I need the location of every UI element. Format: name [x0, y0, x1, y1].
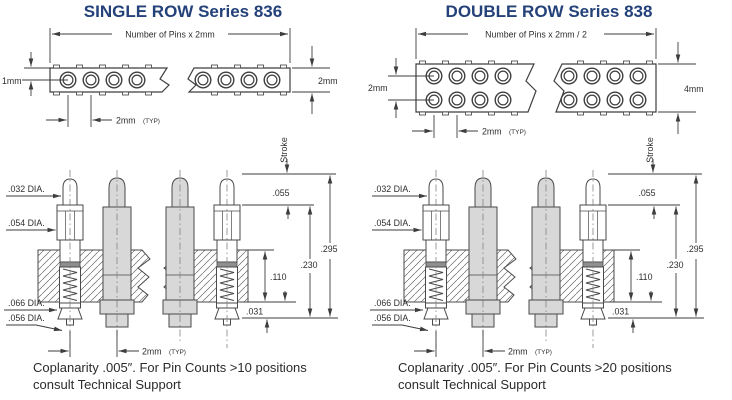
- pin-solid: [162, 169, 198, 345]
- dim-055: .055: [272, 188, 289, 198]
- side-view-double-row: Stroke .055 .110 .031 .230 .295 .032 DIA…: [370, 137, 704, 357]
- strip-height-dim: 4mm: [684, 84, 704, 94]
- dia-066: .066 DIA.: [374, 298, 411, 308]
- dia-032: .032 DIA.: [374, 184, 411, 194]
- pitch-typ: (TYP): [143, 118, 160, 125]
- dim-230: .230: [666, 260, 683, 270]
- pin-solid: [528, 169, 564, 345]
- dia-032: .032 DIA.: [8, 184, 45, 194]
- pin-holes: [59, 71, 281, 89]
- dim-055: .055: [638, 188, 655, 198]
- page-title: DOUBLE ROW Series 838: [446, 2, 653, 21]
- strip-height-dim: 2mm: [318, 76, 338, 86]
- coplanarity-note-line1: Coplanarity .005″. For Pin Counts >10 po…: [33, 360, 307, 375]
- coplanarity-note-line2: consult Technical Support: [398, 377, 546, 392]
- overall-width-dim: Number of Pins x 2mm: [125, 30, 214, 40]
- single-row-panel: SINGLE ROW Series 836 Number of Pins x 2…: [2, 2, 338, 392]
- row-spacing-dim: 2mm: [368, 83, 388, 93]
- pitch-dim: 2mm: [482, 127, 502, 137]
- side-pitch-dim: 2mm: [508, 347, 528, 357]
- stroke-label: Stroke: [279, 137, 289, 163]
- single-row-drawing: SINGLE ROW Series 836 Number of Pins x 2…: [2, 2, 338, 392]
- pitch-typ: (TYP): [509, 129, 526, 136]
- dim-295: .295: [320, 244, 337, 254]
- stroke-label: Stroke: [645, 137, 655, 163]
- dia-054: .054 DIA.: [8, 218, 45, 228]
- dia-056: .056 DIA.: [374, 313, 411, 323]
- pin-solid: [99, 169, 135, 345]
- row-offset-dim: 1mm: [2, 76, 22, 86]
- side-pitch-dim: 2mm: [142, 347, 162, 357]
- pin-cross-section: [56, 169, 84, 349]
- dim-031: .031: [612, 307, 629, 317]
- dia-066: .066 DIA.: [8, 298, 45, 308]
- top-view-single-row: Number of Pins x 2mm 1mm: [2, 27, 338, 127]
- overall-width-dim: Number of Pins x 2mm / 2: [485, 30, 587, 40]
- dim-230: .230: [300, 260, 317, 270]
- pin-cross-section: [422, 169, 450, 349]
- page-title: SINGLE ROW Series 836: [84, 2, 282, 21]
- coplanarity-note-line1: Coplanarity .005″. For Pin Counts >20 po…: [398, 360, 672, 375]
- side-view-single-row: Stroke .055 .110 .031 .230 .295 .032 DIA…: [4, 137, 338, 357]
- connector-strip: [415, 60, 657, 116]
- coplanarity-note-line2: consult Technical Support: [33, 377, 181, 392]
- pitch-dim: 2mm: [116, 116, 136, 126]
- dia-054: .054 DIA.: [374, 218, 411, 228]
- dim-295: .295: [686, 244, 703, 254]
- double-row-drawing: DOUBLE ROW Series 838 Number of Pins x 2…: [368, 2, 704, 392]
- dim-110: .110: [270, 272, 287, 282]
- dia-056: .056 DIA.: [8, 313, 45, 323]
- side-pitch-typ: (TYP): [535, 349, 552, 356]
- pin-cross-section: [213, 169, 241, 349]
- double-row-panel: DOUBLE ROW Series 838 Number of Pins x 2…: [366, 0, 732, 400]
- dim-110: .110: [636, 272, 653, 282]
- pin-solid: [465, 169, 501, 345]
- top-view-double-row: Number of Pins x 2mm / 2 2mm: [368, 27, 704, 138]
- pin-cross-section: [579, 169, 607, 349]
- connector-strip: [49, 64, 291, 96]
- side-pitch-typ: (TYP): [169, 349, 186, 356]
- dim-031: .031: [246, 307, 263, 317]
